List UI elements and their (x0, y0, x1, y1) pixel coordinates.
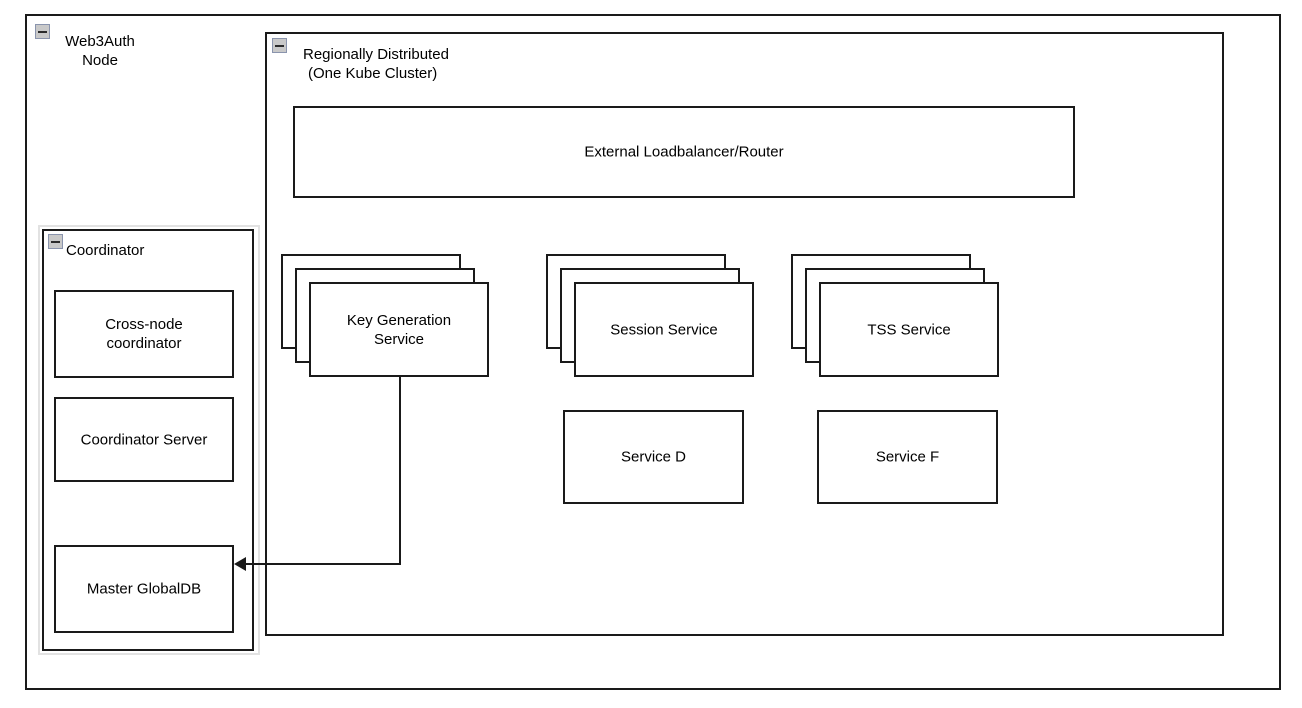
coordinator-label: Coordinator (66, 242, 145, 259)
web3auth-node-label-line2: Node (82, 52, 118, 69)
service-d-label: Service D (620, 448, 687, 466)
master-globaldb-label: Master GlobalDB (86, 580, 202, 598)
service-f-label: Service F (875, 448, 940, 466)
collapse-minus-icon-coordinator[interactable] (48, 234, 63, 249)
cross-node-coordinator-label: Cross-node coordinator (56, 315, 232, 353)
master-globaldb-box[interactable]: Master GlobalDB (54, 545, 234, 633)
coordinator-server-label: Coordinator Server (80, 431, 208, 448)
kube-cluster-label-line1: Regionally Distributed (303, 46, 449, 63)
web3auth-node-label-line1: Web3Auth (65, 33, 135, 50)
key-generation-service-label-line1: Key Generation (346, 311, 452, 329)
collapse-minus-icon-kube-cluster[interactable] (272, 38, 287, 53)
external-loadbalancer-router-label: External Loadbalancer/Router (584, 143, 784, 161)
tss-service-label: TSS Service (867, 321, 951, 338)
cross-node-coordinator-box[interactable]: Cross-node coordinator (54, 290, 234, 378)
tss-service-box[interactable]: TSS Service (819, 282, 999, 377)
session-service-stack[interactable]: Session Service (546, 254, 754, 377)
connector-keygen-to-masterdb-vertical (399, 377, 401, 565)
session-service-box[interactable]: Session Service (574, 282, 754, 377)
left-arrowhead-icon-masterdb (234, 557, 246, 571)
kube-cluster-label-line2: (One Kube Cluster) (308, 65, 438, 82)
collapse-minus-icon-web3auth-node[interactable] (35, 24, 50, 39)
service-f-box[interactable]: Service F (817, 410, 998, 504)
connector-keygen-to-masterdb-horizontal (243, 563, 401, 565)
service-d-box[interactable]: Service D (563, 410, 744, 504)
key-generation-service-label-line2: Service (373, 330, 425, 348)
session-service-label: Session Service (610, 321, 718, 338)
cross-node-coordinator-label-line1: Cross-node (105, 316, 183, 333)
external-loadbalancer-router-box[interactable]: External Loadbalancer/Router (293, 106, 1075, 198)
cross-node-coordinator-label-line2: coordinator (106, 335, 182, 352)
coordinator-server-box[interactable]: Coordinator Server (54, 397, 234, 482)
tss-service-stack[interactable]: TSS Service (791, 254, 999, 377)
